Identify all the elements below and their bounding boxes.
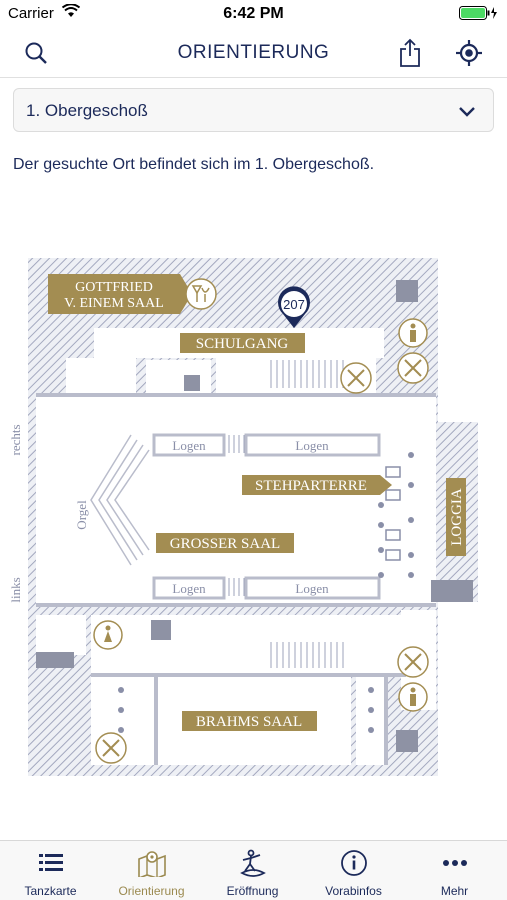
organ-stairs: [90, 434, 150, 566]
restaurant-icon[interactable]: [95, 732, 127, 764]
stehparterre-seats: [385, 466, 401, 561]
schulgang-label: SCHULGANG: [196, 336, 289, 352]
tab-label: Tanzkarte: [24, 884, 77, 898]
restroom-icon[interactable]: [398, 318, 428, 348]
logen-label: Logen: [172, 438, 206, 453]
more-icon: [404, 849, 505, 879]
location-info-text: Der gesuchte Ort befindet sich im 1. Obe…: [13, 156, 375, 173]
logen-label: Logen: [295, 581, 329, 596]
rechts-label: rechts: [8, 424, 23, 455]
share-icon: [400, 38, 420, 67]
grosser-saal-label-group[interactable]: GROSSER SAAL: [156, 533, 294, 553]
tab-label: Mehr: [440, 884, 469, 898]
gottfried-label-group[interactable]: GOTTFRIED V. EINEM SAAL: [48, 274, 192, 314]
page-title: ORIENTIERUNG: [177, 42, 330, 63]
dancer-icon: [202, 849, 303, 879]
tab-label: Orientierung: [118, 884, 185, 898]
wifi-icon: [61, 3, 81, 22]
logen-boxes: [152, 433, 381, 600]
carrier-label: Carrier: [8, 5, 54, 22]
nav-bar: ORIENTIERUNG: [0, 28, 507, 78]
restaurant-icon[interactable]: [397, 646, 429, 678]
floor-select-value: 1. Obergeschoß: [26, 101, 148, 120]
restroom-icon[interactable]: [398, 682, 428, 712]
bar-icon[interactable]: [185, 278, 217, 310]
info-icon: [303, 849, 404, 879]
walls: [36, 393, 436, 765]
restaurant-icon[interactable]: [340, 362, 372, 394]
map-icon: [101, 849, 202, 879]
location-marker-number: 207: [283, 297, 305, 312]
floor-select[interactable]: 1. Obergeschoß: [13, 88, 494, 132]
locate-button[interactable]: [452, 36, 486, 70]
gottfried-label-line2: V. EINEM SAAL: [64, 296, 164, 311]
loggia-label-group[interactable]: LOGGIA: [446, 478, 466, 556]
tab-mehr[interactable]: Mehr: [404, 841, 505, 900]
grosser-saal-label: GROSSER SAAL: [170, 536, 280, 552]
gottfried-label-line1: GOTTFRIED: [75, 280, 153, 295]
list-icon: [0, 849, 101, 879]
location-marker[interactable]: 207: [278, 286, 311, 328]
battery-icon: [459, 6, 499, 24]
schulgang-label-group[interactable]: SCHULGANG: [180, 333, 305, 353]
restroom-icon[interactable]: [93, 620, 123, 650]
locate-icon: [456, 40, 482, 66]
loggia-label: LOGGIA: [449, 488, 465, 546]
floor-areas: [36, 328, 436, 765]
links-label: links: [8, 577, 23, 602]
tab-label: Vorabinfos: [325, 884, 382, 898]
brahms-saal-label-group[interactable]: BRAHMS SAAL: [182, 711, 317, 731]
tab-vorabinfos[interactable]: Vorabinfos: [303, 841, 404, 900]
clock: 6:42 PM: [223, 5, 284, 22]
share-button[interactable]: [393, 36, 427, 70]
stehparterre-label: STEHPARTERRE: [255, 478, 367, 494]
orgel-label: Orgel: [74, 500, 89, 530]
stehparterre-label-group[interactable]: STEHPARTERRE: [242, 475, 392, 495]
tab-bar: Tanzkarte Orientierung Eröffnung Vorabin…: [0, 840, 507, 900]
status-bar: Carrier 6:42 PM: [0, 0, 507, 28]
tab-orientierung[interactable]: Orientierung: [101, 841, 202, 900]
tab-label: Eröffnung: [226, 884, 279, 898]
tab-tanzkarte[interactable]: Tanzkarte: [0, 841, 101, 900]
floor-plan-map[interactable]: Logen Logen Logen Logen Orgel rechts lin…: [6, 250, 484, 780]
search-button[interactable]: [19, 36, 53, 70]
restaurant-icon[interactable]: [397, 352, 429, 384]
chevron-down-icon: [457, 101, 477, 126]
search-icon: [25, 42, 47, 64]
brahms-saal-label: BRAHMS SAAL: [196, 714, 302, 730]
logen-label: Logen: [295, 438, 329, 453]
column-dots: [118, 452, 414, 733]
tab-eroeffnung[interactable]: Eröffnung: [202, 841, 303, 900]
logen-label: Logen: [172, 581, 206, 596]
elevators: [36, 280, 473, 752]
